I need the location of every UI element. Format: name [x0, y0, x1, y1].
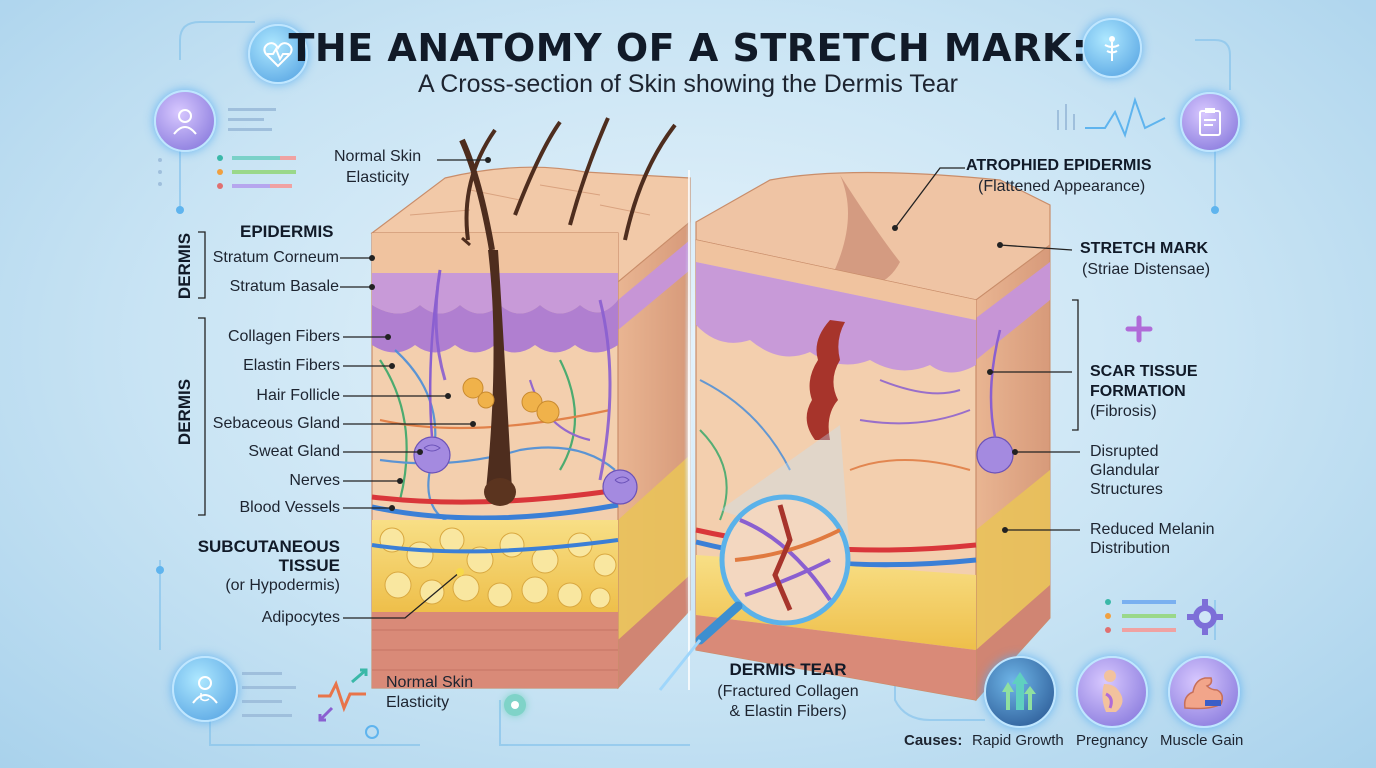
location-dot-icon — [504, 694, 526, 716]
label-stratum-basale: Stratum Basale — [229, 278, 339, 295]
label-dermis-tear-sub-2: & Elastin Fibers) — [729, 703, 847, 720]
label-sebaceous: Sebaceous Gland — [212, 415, 340, 432]
causes-label: Causes: — [904, 732, 963, 749]
growth-arrows-icon — [984, 656, 1056, 728]
label-normal-skin-1: Normal Skin — [334, 148, 422, 165]
label-atrophied: ATROPHIED EPIDERMIS — [966, 157, 1152, 174]
label-epidermis: EPIDERMIS — [240, 222, 334, 241]
pregnancy-icon — [1076, 656, 1148, 728]
label-scar-1: SCAR TISSUE — [1090, 363, 1198, 380]
dermis-tear-magnifier — [658, 425, 851, 691]
label-dermis-tear-sub-1: (Fractured Collagen — [717, 683, 859, 700]
label-dermis-side: DERMIS — [175, 378, 195, 446]
cause-rapid-growth: Rapid Growth — [972, 732, 1064, 749]
doctor-icon — [172, 656, 238, 722]
label-nerves: Nerves — [289, 472, 340, 489]
label-scar-sub: (Fibrosis) — [1090, 403, 1157, 420]
label-disrupted-2: Glandular — [1090, 462, 1160, 479]
healthy-skin-block — [370, 117, 691, 690]
label-stretch-mark-sub: (Striae Distensae) — [1082, 261, 1211, 278]
circuit-lines — [159, 21, 1231, 746]
label-normal-skin-2: Elasticity — [346, 169, 410, 186]
label-subcutaneous-1: SUBCUTANEOUS — [197, 537, 340, 556]
label-sweat: Sweat Gland — [248, 443, 340, 460]
label-melanin-1: Reduced Melanin — [1090, 521, 1215, 538]
label-disrupted-3: Structures — [1090, 481, 1163, 498]
cause-pregnancy: Pregnancy — [1076, 732, 1148, 749]
cause-muscle-gain: Muscle Gain — [1160, 732, 1244, 749]
label-adipocytes: Adipocytes — [261, 609, 340, 626]
label-hair-follicle: Hair Follicle — [256, 387, 340, 404]
stretch-mark-block — [695, 171, 1051, 702]
label-elastin: Elastin Fibers — [243, 357, 340, 374]
medical-symbol-icon — [1082, 18, 1142, 78]
plus-icon — [1122, 312, 1156, 346]
label-stratum-corneum: Stratum Corneum — [212, 249, 339, 266]
elasticity-arrows-icon — [312, 664, 372, 724]
label-subcutaneous-2: TISSUE — [278, 556, 340, 575]
label-epidermis-side: DERMIS — [175, 232, 195, 300]
label-disrupted-1: Disrupted — [1090, 443, 1159, 460]
clipboard-icon — [1180, 92, 1240, 152]
label-bottom-normal-skin-2: Elasticity — [386, 694, 450, 711]
label-dermis-tear: DERMIS TEAR — [729, 660, 847, 679]
muscle-icon — [1168, 656, 1240, 728]
decor-bars — [158, 96, 1176, 717]
user-icon — [154, 90, 216, 152]
label-stretch-mark: STRETCH MARK — [1080, 240, 1208, 257]
label-bottom-normal-skin-1: Normal Skin — [386, 674, 474, 691]
label-melanin-2: Distribution — [1090, 540, 1171, 557]
label-scar-2: FORMATION — [1090, 383, 1186, 400]
page-subtitle: A Cross-section of Skin showing the Derm… — [417, 70, 959, 98]
label-atrophied-sub: (Flattened Appearance) — [978, 178, 1146, 195]
heart-monitor-icon — [248, 24, 308, 84]
label-hypodermis: (or Hypodermis) — [225, 577, 340, 594]
page-title: THE ANATOMY OF A STRETCH MARK: — [288, 26, 1088, 70]
label-collagen: Collagen Fibers — [227, 328, 340, 345]
gear-icon — [1184, 596, 1226, 638]
label-blood: Blood Vessels — [239, 499, 340, 516]
